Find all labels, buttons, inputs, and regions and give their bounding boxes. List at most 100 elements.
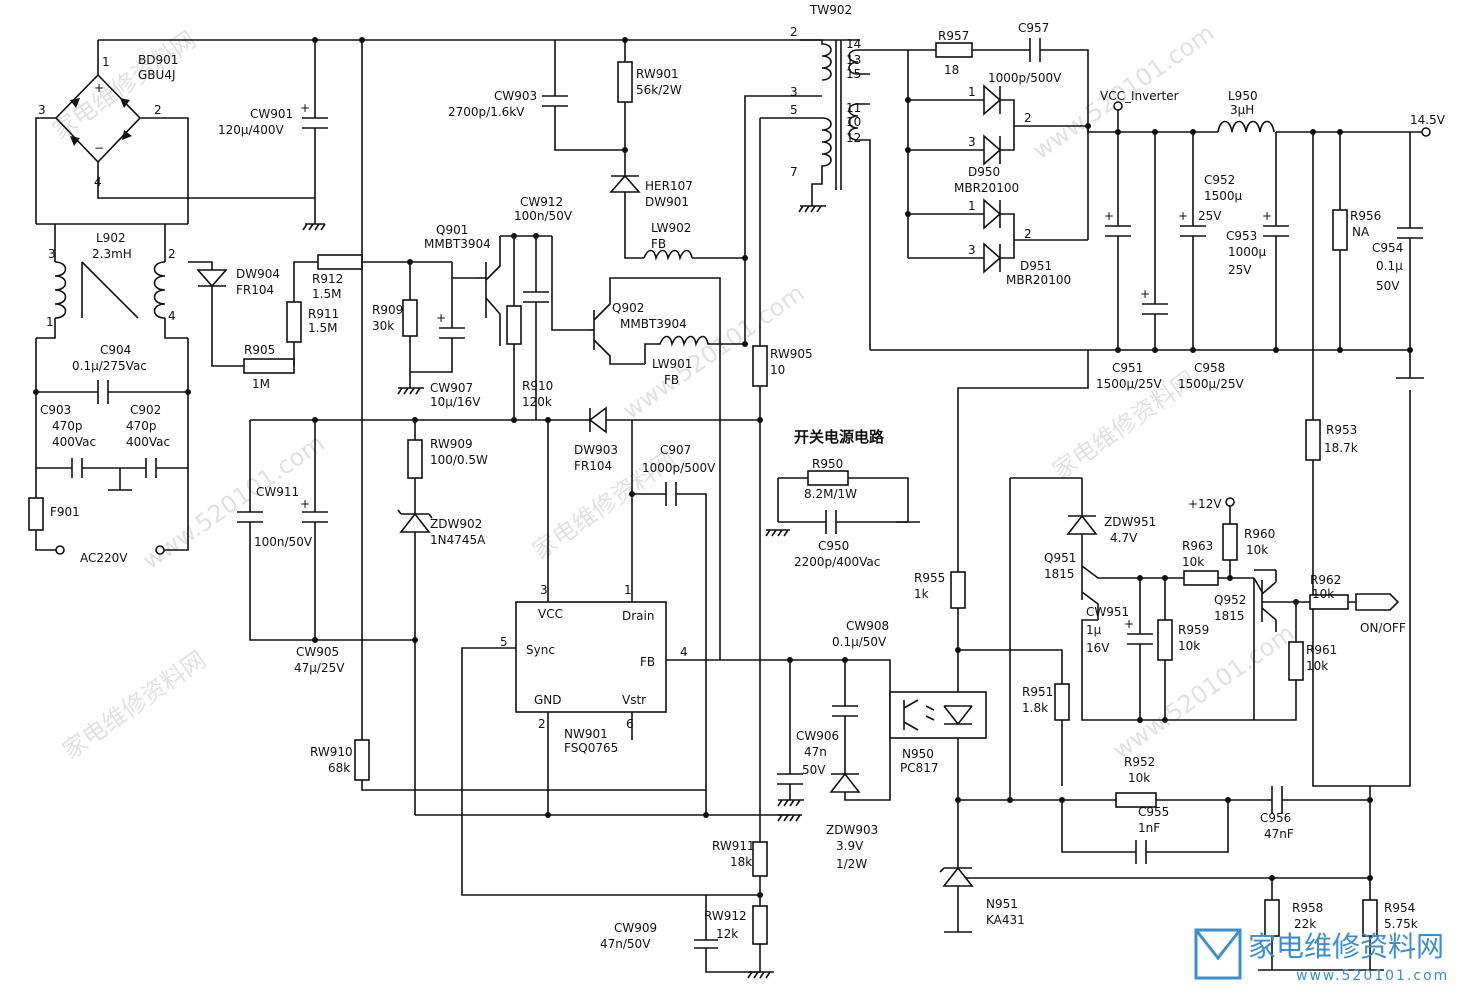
output-voltage-label: 14.5V <box>1410 113 1446 127</box>
c953-label: C953 <box>1226 229 1257 243</box>
capacitor-c953: + C953 1000µ 25V <box>1226 132 1289 350</box>
r961-value: 10k <box>1306 659 1328 673</box>
d950-value: MBR20100 <box>954 181 1019 195</box>
resistor-r956: R956 NA <box>1332 132 1381 350</box>
lw901-value: FB <box>664 373 679 387</box>
supply-12v: +12V R960 10k <box>1188 497 1275 581</box>
resistor-r953: R953 18.7k <box>1305 132 1411 787</box>
site-logo: 家电维修资料网 www.520101.com <box>1194 928 1447 984</box>
r963-label: R963 <box>1182 539 1213 553</box>
vcc-inverter-label: VCC_Inverter <box>1100 89 1179 103</box>
resistor-rw910: RW910 68k <box>310 40 706 791</box>
r910-value: 120k <box>522 395 552 409</box>
svg-text:2: 2 <box>1024 227 1032 241</box>
cw912-value: 100n/50V <box>514 209 573 223</box>
cw911-label: CW911 <box>256 485 299 499</box>
rw901-label: RW901 <box>636 67 679 81</box>
svg-text:2: 2 <box>168 247 176 261</box>
dw904-label: DW904 <box>236 267 280 281</box>
ferrite-lw902: LW902 FB <box>643 95 800 261</box>
n950-label: N950 <box>902 747 934 761</box>
r911-value: 1.5M <box>308 321 337 335</box>
resistor-rw901: RW901 56k/2W <box>617 40 682 176</box>
cw951-rating: 16V <box>1086 641 1110 655</box>
c954-rating: 50V <box>1376 279 1400 293</box>
c956-value: 47nF <box>1264 827 1294 841</box>
n951-value: KA431 <box>986 913 1025 927</box>
zdw951-label: ZDW951 <box>1104 515 1156 529</box>
resistor-r909: R909 30k <box>372 262 418 388</box>
r950-label: R950 <box>812 457 843 471</box>
resistor-rw909: RW909 100/0.5W <box>407 420 488 514</box>
l950-label: L950 <box>1228 89 1258 103</box>
diode-d950: 132 D950 MBR20100 <box>905 50 1091 240</box>
r950-value: 8.2M/1W <box>804 487 857 501</box>
c907-label: C907 <box>660 443 691 457</box>
fuse-f901: F901 AC220V <box>28 468 189 565</box>
cw901-label: CW901 <box>250 107 293 121</box>
transistor-q902: Q902 MMBT3904 <box>551 236 721 660</box>
svg-text:2: 2 <box>790 25 798 39</box>
c952-rating: 25V <box>1198 209 1222 223</box>
svg-text:+: + <box>300 497 310 511</box>
svg-text:15: 15 <box>846 67 861 81</box>
r958-value: 22k <box>1294 917 1316 931</box>
svg-text:3: 3 <box>38 103 46 117</box>
l950-value: 3µH <box>1230 103 1254 117</box>
c958-label: C958 <box>1194 361 1225 375</box>
svg-text:5: 5 <box>500 635 508 649</box>
svg-text:1: 1 <box>102 55 110 69</box>
logo-text: 家电维修资料网 <box>1248 930 1444 963</box>
svg-text:+: + <box>1124 617 1134 631</box>
capacitor-c951: + C951 1500µ/25V <box>1096 132 1162 391</box>
cw908-value: 0.1µ/50V <box>832 635 887 649</box>
q952-value: 1815 <box>1214 609 1245 623</box>
ferrite-lw901: LW901 FB <box>644 258 748 387</box>
r912-value: 1.5M <box>312 287 341 301</box>
cw907-value: 10µ/16V <box>430 395 481 409</box>
c955-value: 1nF <box>1138 821 1160 835</box>
q952-label: Q952 <box>1214 593 1246 607</box>
svg-text:4: 4 <box>168 309 176 323</box>
diode-dw903: DW903 FR104 <box>250 406 763 473</box>
r959-label: R959 <box>1178 623 1209 637</box>
capacitors-c903-c902: C903 470p 400Vac C902 470p 400Vac <box>35 392 189 491</box>
capacitor-cw912: CW912 100n/50V <box>500 195 573 420</box>
svg-text:3: 3 <box>48 247 56 261</box>
watermark: 家电维修资料网 <box>47 26 201 145</box>
dw901-label: DW901 <box>645 195 689 209</box>
svg-text:+: + <box>94 81 104 95</box>
cw905-label: CW905 <box>296 645 339 659</box>
zdw903-value: 3.9V <box>836 839 864 853</box>
resistor-r963: R963 10k <box>1160 539 1254 586</box>
c953-rating: 25V <box>1228 263 1252 277</box>
watermark: 家电维修资料网 <box>57 646 211 765</box>
pin-vcc: VCC <box>538 607 563 621</box>
cw912-label: CW912 <box>520 195 563 209</box>
capacitor-c954: C954 0.1µ 50V <box>1372 132 1424 379</box>
zener-zdw903: ZDW903 3.9V 1/2W <box>826 740 891 871</box>
svg-text:3: 3 <box>968 135 976 149</box>
rw910-value: 68k <box>328 761 350 775</box>
c902-label: C902 <box>130 403 161 417</box>
rw901-value: 56k/2W <box>636 83 682 97</box>
lw902-value: FB <box>651 237 666 251</box>
svg-text:+: + <box>300 101 310 115</box>
svg-text:2: 2 <box>1024 111 1032 125</box>
r963-value: 10k <box>1182 555 1204 569</box>
cw908-label: CW908 <box>846 619 889 633</box>
c952-value: 1500µ <box>1204 189 1243 203</box>
pin-drain: Drain <box>622 609 654 623</box>
r953-value: 18.7k <box>1324 441 1358 455</box>
capacitor-cw901: + CW901 120µ/400V <box>218 40 328 231</box>
zener-zdw951: ZDW951 4.7V <box>1066 478 1156 556</box>
resistor-rw912: RW912 12k <box>704 892 768 972</box>
capacitor-cw907: + CW907 10µ/16V <box>397 294 481 409</box>
svg-text:+: + <box>436 311 446 325</box>
resistor-r962: R962 10k ON/OFF <box>1309 573 1406 635</box>
output-terminal: 14.5V <box>1410 113 1446 137</box>
transistor-q901: Q901 MMBT3904 <box>424 223 501 346</box>
c956-label: C956 <box>1260 811 1291 825</box>
